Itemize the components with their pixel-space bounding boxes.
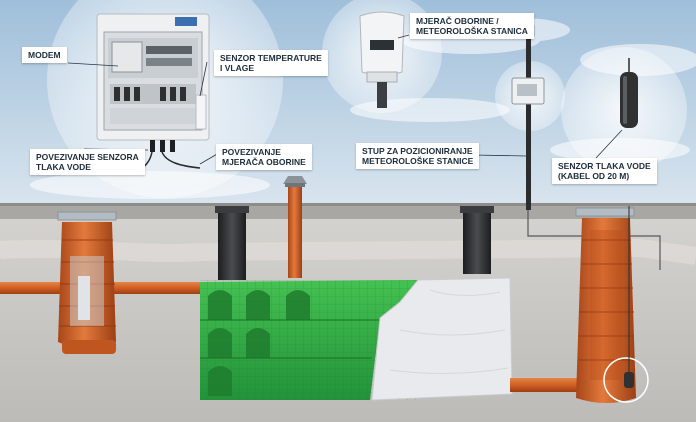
geotextile-wrap xyxy=(371,277,513,401)
label-pressure-sensor-connection: POVEZIVANJE SENZORA TLAKA VODE xyxy=(30,149,145,175)
label-rain-gauge-connection: POVEZIVANJE MJERAČA OBORINE xyxy=(216,144,312,170)
vent-pipe xyxy=(283,176,307,278)
right-inspection-chamber xyxy=(510,206,649,403)
pressure-sensor-probe xyxy=(620,58,638,128)
label-station-pole: STUP ZA POZICIONIRANJE METEOROLOŠKE STAN… xyxy=(356,143,480,169)
label-temperature-humidity-sensor: SENZOR TEMPERATURE I VLAGE xyxy=(214,50,328,76)
label-water-pressure-sensor: SENZOR TLAKA VODE (KABEL OD 20 M) xyxy=(552,158,657,184)
risers xyxy=(215,206,494,280)
label-rain-gauge-weather-station: MJERAČ OBORINE / METEOROLOŠKA STANICA xyxy=(410,13,534,39)
control-cabinet xyxy=(96,13,210,171)
ground-top-edge xyxy=(0,203,696,206)
label-modem: MODEM xyxy=(22,47,67,63)
trench-cut xyxy=(0,238,696,265)
ground-surface xyxy=(0,205,696,219)
rain-gauge xyxy=(359,11,405,108)
